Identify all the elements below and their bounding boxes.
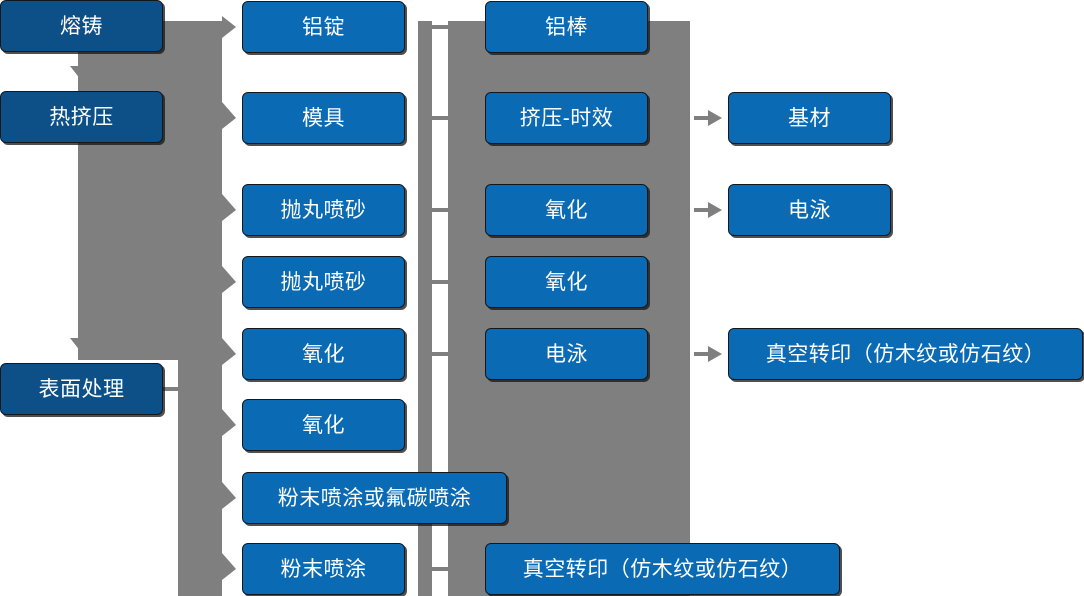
- node-aluminum-ingot[interactable]: 铝锭: [242, 1, 405, 53]
- node-label-powder-coating: 粉末喷涂: [280, 557, 367, 581]
- node-shot-blast-1[interactable]: 抛丸喷砂: [242, 184, 405, 236]
- node-label-oxidation-4: 氧化: [545, 270, 588, 294]
- node-oxidation-1[interactable]: 氧化: [242, 328, 405, 380]
- node-surface-treatment[interactable]: 表面处理: [0, 363, 163, 415]
- node-label-mold: 模具: [302, 106, 345, 130]
- surface-treatment-connector-stub: [163, 387, 181, 391]
- node-oxidation-3[interactable]: 氧化: [485, 184, 648, 236]
- node-label-substrate: 基材: [788, 106, 831, 130]
- node-extrusion-aging[interactable]: 挤压-时效: [485, 92, 648, 144]
- node-label-vacuum-transfer: 真空转印（仿木纹或仿石纹）: [765, 342, 1046, 366]
- node-aluminum-bar[interactable]: 铝棒: [485, 1, 648, 53]
- node-label-vacuum-transfer-bottom: 真空转印（仿木纹或仿石纹）: [522, 557, 803, 581]
- middle-stub-1: [432, 25, 450, 29]
- node-label-shot-blast-1: 抛丸喷砂: [280, 198, 367, 222]
- node-label-electrophoresis-1: 电泳: [545, 342, 588, 366]
- node-label-powder-or-pvdf: 粉末喷涂或氟碳喷涂: [277, 486, 472, 510]
- node-label-aluminum-bar: 铝棒: [545, 15, 588, 39]
- node-mold[interactable]: 模具: [242, 92, 405, 144]
- left-bus-shape: [70, 16, 236, 596]
- right-arrow-2: [694, 202, 722, 218]
- middle-vertical-bus: [418, 21, 432, 596]
- middle-stub-6: [432, 567, 450, 571]
- middle-stub-3: [432, 208, 450, 212]
- node-powder-or-pvdf[interactable]: 粉末喷涂或氟碳喷涂: [242, 472, 507, 524]
- node-powder-coating[interactable]: 粉末喷涂: [242, 543, 405, 595]
- node-label-aluminum-ingot: 铝锭: [302, 15, 345, 39]
- arrow-down-to-surface-treatment: [70, 338, 92, 352]
- node-label-shot-blast-2: 抛丸喷砂: [280, 270, 367, 294]
- node-label-extrusion-aging: 挤压-时效: [519, 106, 614, 130]
- node-label-oxidation-2: 氧化: [302, 413, 345, 437]
- node-electrophoresis-2[interactable]: 电泳: [728, 184, 891, 236]
- node-electrophoresis-1[interactable]: 电泳: [485, 328, 648, 380]
- node-label-oxidation-1: 氧化: [302, 342, 345, 366]
- middle-stub-5: [432, 352, 450, 356]
- right-arrow-3: [694, 346, 722, 362]
- node-oxidation-4[interactable]: 氧化: [485, 256, 648, 308]
- node-oxidation-2[interactable]: 氧化: [242, 399, 405, 451]
- middle-stub-2: [432, 116, 450, 120]
- node-label-oxidation-3: 氧化: [545, 198, 588, 222]
- right-arrow-1: [694, 110, 722, 126]
- node-shot-blast-2[interactable]: 抛丸喷砂: [242, 256, 405, 308]
- node-label-hot-extrusion: 热挤压: [49, 105, 114, 129]
- node-hot-extrusion[interactable]: 热挤压: [0, 91, 163, 143]
- arrow-down-to-hot-extrusion: [70, 66, 92, 80]
- node-substrate[interactable]: 基材: [728, 92, 891, 144]
- node-vacuum-transfer-bottom[interactable]: 真空转印（仿木纹或仿石纹）: [485, 543, 840, 595]
- node-melt-cast[interactable]: 熔铸: [0, 0, 163, 52]
- node-label-surface-treatment: 表面处理: [38, 377, 125, 401]
- node-label-melt-cast: 熔铸: [60, 14, 103, 38]
- middle-stub-4: [432, 280, 450, 284]
- node-label-electrophoresis-2: 电泳: [788, 198, 831, 222]
- node-vacuum-transfer[interactable]: 真空转印（仿木纹或仿石纹）: [728, 328, 1083, 380]
